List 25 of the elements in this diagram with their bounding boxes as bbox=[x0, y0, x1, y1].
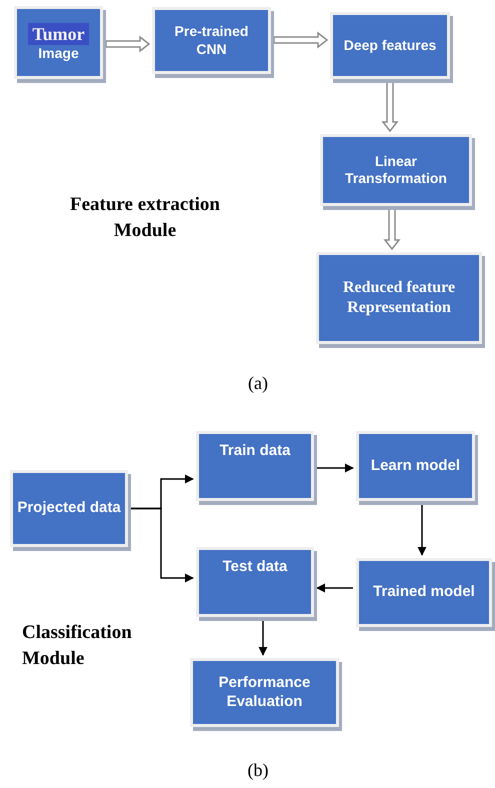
hollow-arrow bbox=[273, 31, 328, 49]
arrow bbox=[418, 504, 426, 556]
figure-caption: (b) bbox=[246, 759, 270, 782]
module-label: Feature extraction Module bbox=[68, 193, 221, 244]
box-label: Pre-trained CNN bbox=[174, 23, 250, 58]
figure-caption: (a) bbox=[247, 372, 269, 395]
arrow bbox=[317, 464, 354, 472]
box-label: Test data bbox=[222, 558, 288, 577]
box-label: Trained model bbox=[373, 583, 475, 602]
box-label: Learn model bbox=[370, 456, 460, 476]
hollow-arrow bbox=[105, 35, 150, 53]
box-label: Train data bbox=[220, 442, 290, 461]
box-label: Performance Evaluation bbox=[218, 674, 312, 712]
arrow bbox=[131, 508, 194, 582]
box-label: Projected data bbox=[17, 499, 121, 518]
module-label: Classification Module bbox=[22, 621, 133, 672]
arrow bbox=[258, 620, 268, 656]
box-label: Tumor bbox=[28, 22, 89, 45]
arrow bbox=[316, 584, 353, 592]
hollow-arrow bbox=[383, 208, 401, 250]
box-label: Reduced feature Representation bbox=[342, 278, 456, 318]
box-label: Image bbox=[38, 45, 79, 62]
box-label: Linear Transformation bbox=[344, 152, 448, 188]
box-label: Deep features bbox=[344, 36, 436, 54]
hollow-arrow bbox=[381, 81, 399, 132]
